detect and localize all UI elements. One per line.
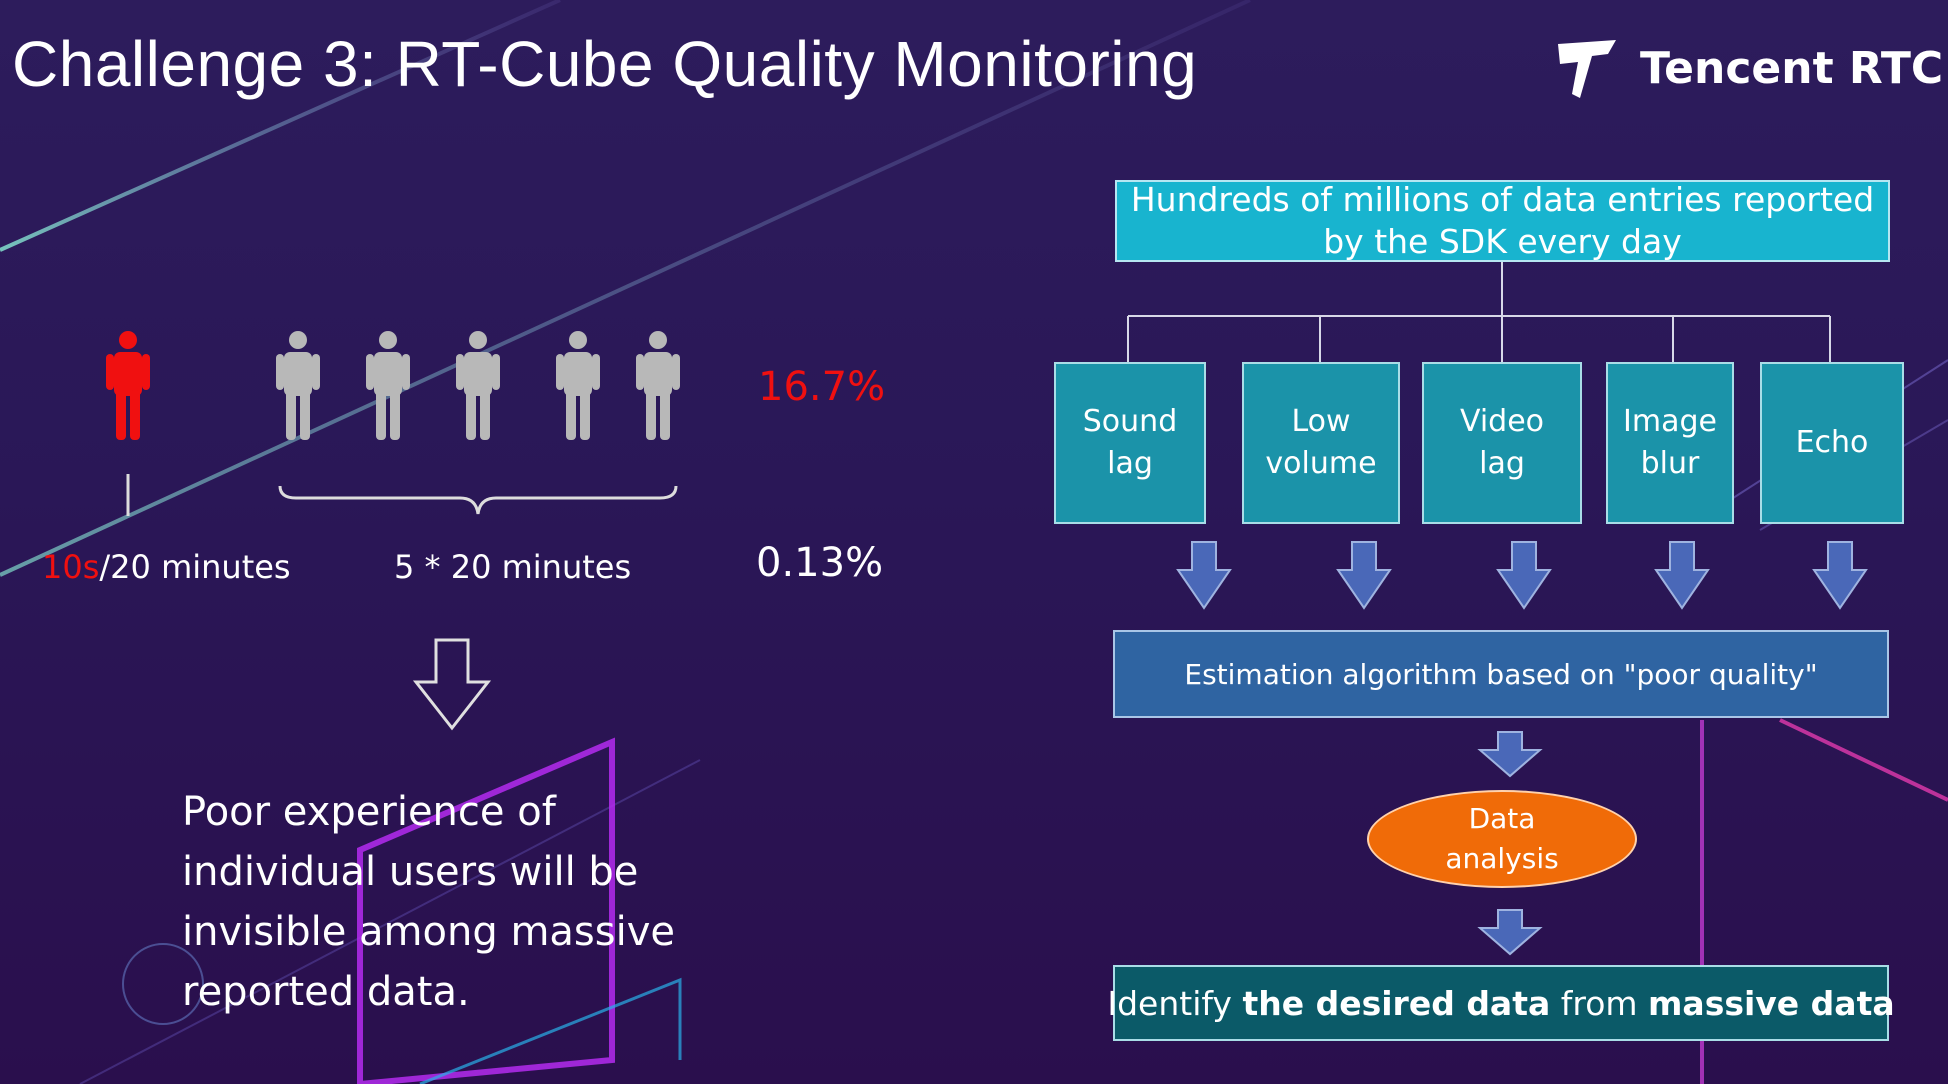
caption-group: 5 * 20 minutes <box>394 548 632 586</box>
category-label: lag <box>1479 446 1525 481</box>
down-arrows-row <box>1176 541 1868 610</box>
category-label: lag <box>1107 446 1153 481</box>
down-arrow-icon <box>1477 731 1543 778</box>
conclusion-text: Poor experience of individual users will… <box>182 789 675 1015</box>
brand-logo: Tencent RTC <box>1552 36 1943 100</box>
tree-connectors <box>1127 262 1831 362</box>
stat-percent-overall: 0.13% <box>756 540 884 586</box>
category-label: Video <box>1459 404 1545 439</box>
result-text: Identify <box>1107 983 1232 1023</box>
user-icon <box>366 331 410 440</box>
down-arrow-icon <box>412 638 492 731</box>
result-box: Identify the desired data from massive d… <box>1107 965 1895 1041</box>
result-text-bold: massive data <box>1648 983 1895 1023</box>
highlighted-user-icon <box>106 331 150 440</box>
data-source-box: Hundreds of millions of data entries rep… <box>1115 180 1890 262</box>
category-sound-lag: Sound lag <box>1054 362 1206 524</box>
tencent-logo-icon <box>1558 40 1616 98</box>
category-image-blur: Image blur <box>1606 362 1734 524</box>
category-low-volume: Low volume <box>1242 362 1400 524</box>
brand-name: Tencent RTC <box>1640 42 1944 94</box>
category-label: blur <box>1640 446 1700 481</box>
stat-percent-individual: 16.7% <box>758 364 886 410</box>
category-video-lag: Video lag <box>1422 362 1582 524</box>
result-text-bold: the desired data <box>1242 983 1551 1023</box>
data-analysis-node: Data analysis <box>1367 790 1637 888</box>
user-icon <box>636 331 680 440</box>
analysis-label: Data <box>1468 802 1536 835</box>
category-label: Echo <box>1795 425 1869 460</box>
caption-highlight: 10s <box>42 548 100 586</box>
category-label: Sound <box>1082 404 1178 439</box>
caption-individual: 10s/20 minutes <box>42 548 291 586</box>
category-label: Low <box>1291 404 1351 439</box>
user-icon <box>456 331 500 440</box>
user-icon <box>276 331 320 440</box>
analysis-label: analysis <box>1445 842 1559 875</box>
page-title: Challenge 3: RT-Cube Quality Monitoring <box>12 28 1198 100</box>
result-text: from <box>1560 983 1638 1023</box>
caption-rest: /20 minutes <box>99 548 291 586</box>
group-brace <box>126 474 678 516</box>
category-label: Image <box>1623 404 1717 439</box>
user-icon <box>556 331 600 440</box>
down-arrow-icon <box>1477 909 1543 956</box>
category-echo: Echo <box>1760 362 1904 524</box>
estimation-algorithm-box: Estimation algorithm based on "poor qual… <box>1113 630 1889 718</box>
category-label: volume <box>1265 446 1377 481</box>
